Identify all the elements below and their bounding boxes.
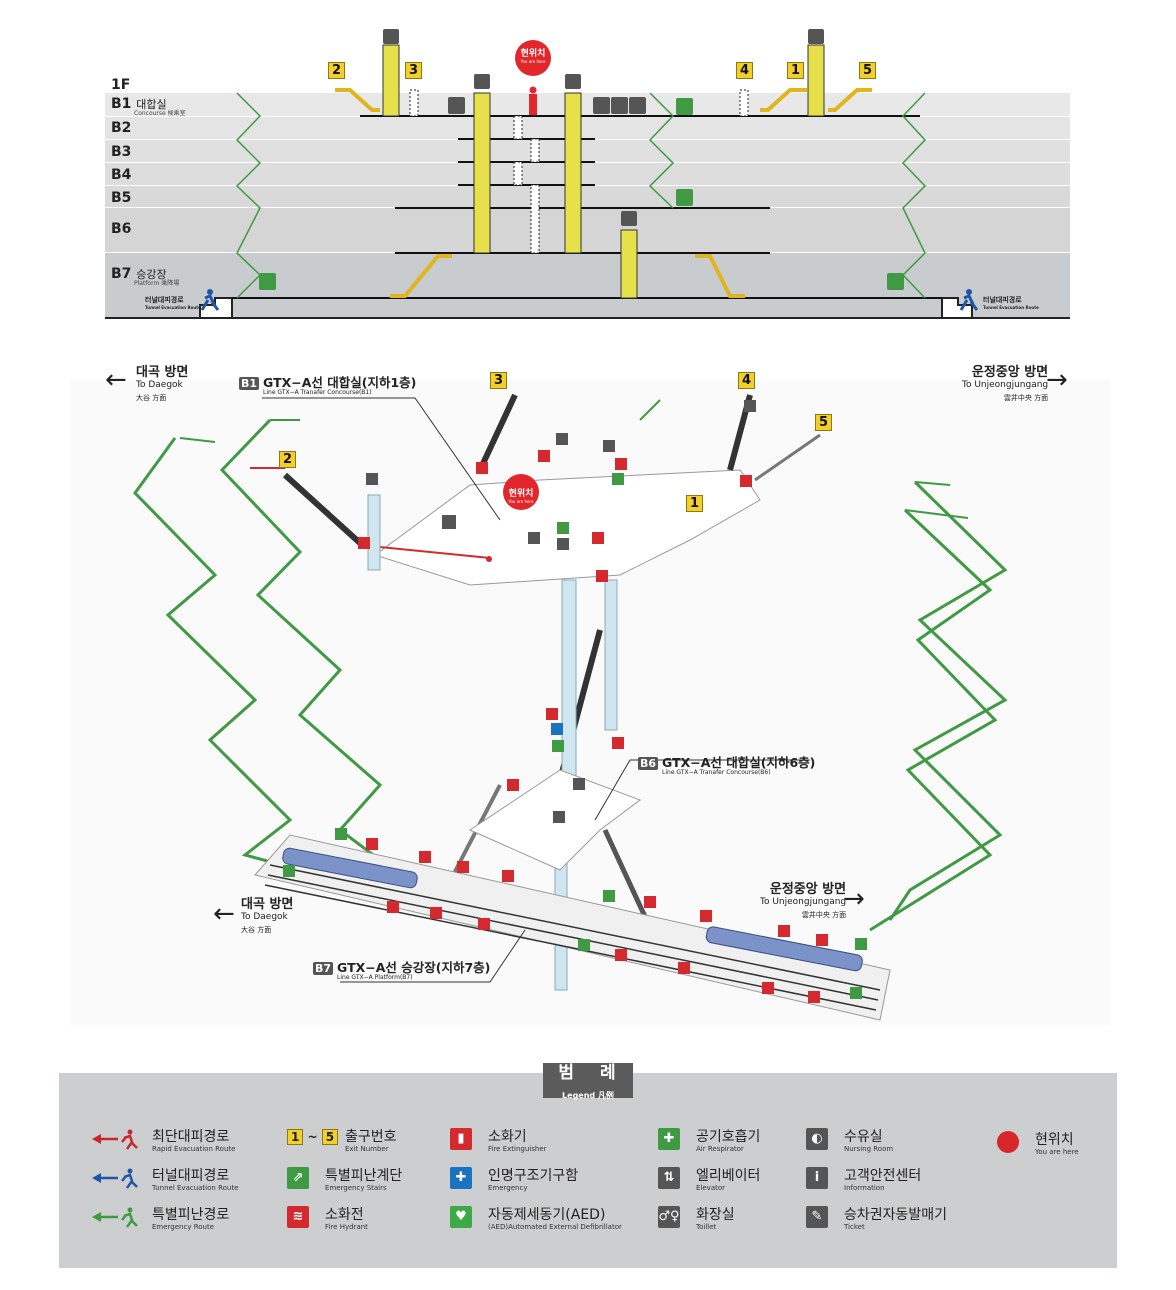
legend-label-en: Elevator [696,1184,726,1192]
exit-badge-5: 5 [859,62,876,79]
legend-label: 특별피난경로 [152,1207,230,1223]
exit-number-icon: 1 ~ 5 [287,1129,339,1145]
legend-label: 소화기 [488,1129,527,1145]
exit-badge-3: 3 [405,62,422,79]
exit-badge-2: 2 [328,62,345,79]
legend-label: 승차권자동발매기 [844,1207,948,1223]
legend-label-en: Fire Hydrant [325,1223,368,1231]
aed-icon: ♥ [450,1206,472,1228]
elevator-icon: ⇅ [658,1167,680,1189]
legend-label-en: Information [844,1184,885,1192]
floor-label-1f: 1F [111,77,131,93]
emergency-stairs-icon: ⇗ [287,1167,309,1189]
floor-label-b4: B4 [111,167,132,183]
legend-label: 수유실 [844,1129,883,1145]
legend-label-en: Tunnel Evacuation Route [152,1184,239,1192]
exit-badge-5: 5 [815,414,832,431]
toilet-icon: ♂♀ [658,1206,680,1228]
exit-badge-3: 3 [490,372,507,389]
isometric-drawing [70,380,1110,1025]
legend-label: 특별피난계단 [325,1168,403,1184]
legend-label: 터널대피경로 [152,1168,230,1184]
information-icon: i [806,1167,828,1189]
fire-hydrant-icon: ≋ [287,1206,309,1228]
legend-label-en: Exit Number [345,1145,389,1153]
ticket-machine-icon: ✎ [806,1206,828,1228]
you-are-here-icon [997,1131,1019,1153]
legend-label: 인명구조기구함 [488,1168,579,1184]
legend-label: 고객안전센터 [844,1168,922,1184]
legend-label: 현위치 [1035,1132,1074,1148]
exit-badge-4: 4 [738,372,755,389]
legend-label: 소화전 [325,1207,364,1223]
legend-label-en: You are here [1035,1148,1079,1156]
legend-label-en: Rapid Evacuation Route [152,1145,236,1153]
exit-badge-4: 4 [736,62,753,79]
green-arrow-runner-icon [92,1207,138,1228]
arrow-left-icon: ← [213,899,235,929]
red-arrow-runner-icon [92,1129,138,1150]
legend-label-en: Emergency Route [152,1223,215,1231]
floor-label-b6: B6 [111,221,132,237]
legend-label-en: Nursing Room [844,1145,894,1153]
legend-label-en: Emergency Stairs [325,1184,387,1192]
floor-label-b2: B2 [111,120,132,136]
arrow-right-icon: → [843,884,865,914]
floor-label-b5: B5 [111,190,132,206]
legend-label: 자동제세동기(AED) [488,1207,606,1223]
arrow-left-icon: ← [105,365,127,395]
floor-label-b3: B3 [111,144,132,160]
legend-label-en: Ticket [844,1223,865,1231]
exit-badge-1: 1 [686,495,703,512]
legend-label-en: Air Respirator [696,1145,744,1153]
rescue-kit-icon: ✚ [450,1167,472,1189]
legend-label: 화장실 [696,1207,735,1223]
exit-badge-2: 2 [279,451,296,468]
legend-label: 최단대피경로 [152,1129,230,1145]
air-respirator-icon: ✚ [658,1128,680,1150]
legend-label-en: Fire Extinguisher [488,1145,547,1153]
legend-panel [59,1073,1117,1268]
blue-arrow-runner-icon [92,1168,138,1189]
exit-badge-1: 1 [787,62,804,79]
legend-label-en: Emergency [488,1184,528,1192]
legend-label: 공기호흡기 [696,1129,761,1145]
legend-label: 엘리베이터 [696,1168,761,1184]
arrow-right-icon: → [1046,365,1068,395]
legend-label-en: (AED)Automated External Defibrillator [488,1223,622,1231]
nursing-room-icon: ◐ [806,1128,828,1150]
legend-label-en: Toillet [696,1223,717,1231]
fire-extinguisher-icon: ▮ [450,1128,472,1150]
you-are-here-marker: 현위치 You are here [520,49,546,64]
legend-label: 출구번호 [345,1129,397,1145]
cross-section-drawing [105,29,1070,319]
